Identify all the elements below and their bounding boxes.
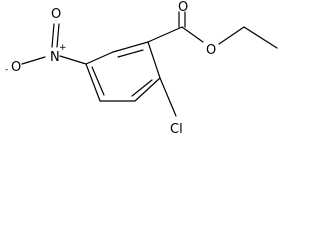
ring-bond-c5-c6 (85, 63, 101, 102)
structure-canvas: N + O O - O O Cl (5, 0, 278, 137)
nitrogen-atom-label: N (50, 50, 60, 65)
ring-double-bond-inner-2 (131, 79, 153, 97)
bond-ch2-to-ch3 (243, 26, 278, 49)
ester-group: O O (147, 0, 278, 58)
nitro-double-oxygen-label: O (51, 7, 61, 22)
ring-bond-c2-c3 (147, 41, 161, 79)
carbonyl-oxygen-label: O (178, 0, 188, 15)
chemical-structure-diagram: N + O O - O O Cl (5, 0, 278, 137)
nitrogen-charge-label: + (59, 43, 67, 53)
nitro-group: N + O O - (5, 7, 87, 75)
ring-bond-c1-c2 (112, 41, 149, 53)
bond-n-o-double-a (51, 23, 55, 48)
bond-ring-to-chlorine (159, 77, 177, 117)
bond-ring-to-carbonyl-carbon (147, 26, 183, 43)
oxygen-negative-charge-label: - (5, 65, 8, 75)
nitro-single-oxygen-label: O (11, 60, 21, 75)
chloro-substituent: Cl (159, 77, 183, 137)
bond-carbonyl-to-ester-oxygen (181, 26, 204, 43)
chlorine-atom-label: Cl (170, 122, 183, 137)
bond-ester-oxygen-to-ch2 (218, 26, 245, 45)
ring-double-bond-inner-1 (117, 49, 144, 58)
ring-bond-c6-c1 (85, 51, 114, 65)
bond-n-o-double-b (56, 23, 60, 48)
bond-ring-to-nitrogen (59, 55, 87, 65)
ester-oxygen-label: O (206, 43, 216, 58)
bond-n-o-single (21, 56, 46, 65)
ring-double-bond-inner-3 (91, 66, 105, 96)
benzene-ring (85, 41, 161, 102)
ring-bond-c3-c4 (134, 77, 161, 102)
